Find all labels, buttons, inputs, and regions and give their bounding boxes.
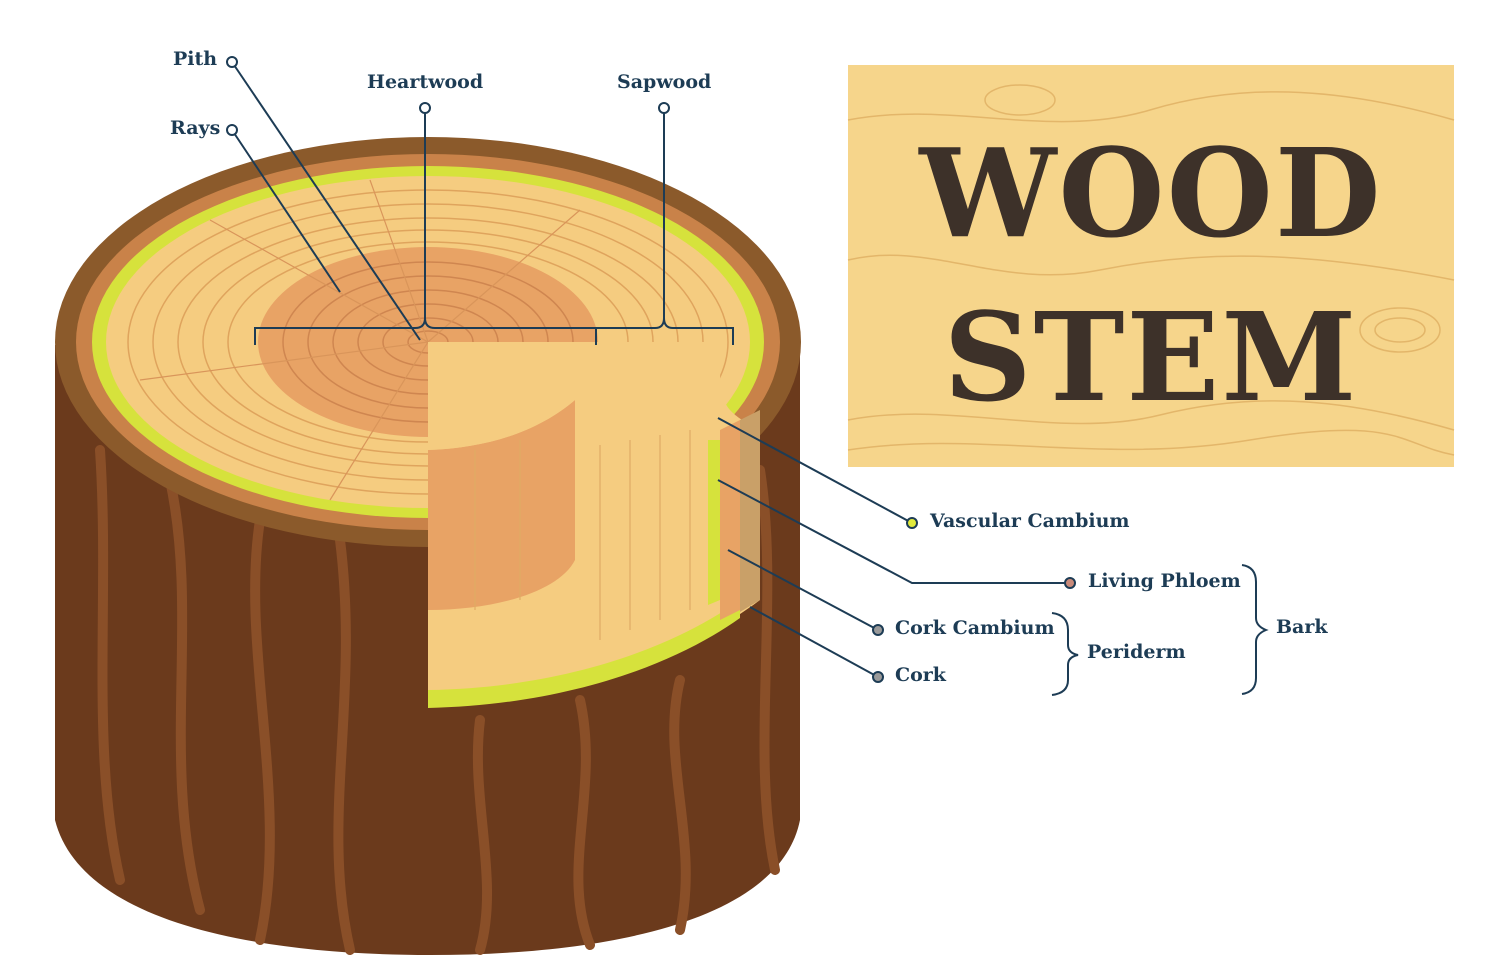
rays-marker <box>226 124 238 136</box>
leader-lines <box>231 61 1269 696</box>
vascular-cambium-marker <box>906 517 918 529</box>
label-heartwood: Heartwood <box>367 71 484 93</box>
heartwood-marker <box>419 102 431 114</box>
label-cork: Cork <box>895 664 946 686</box>
label-periderm: Periderm <box>1087 641 1186 663</box>
label-vascular-cambium: Vascular Cambium <box>930 510 1130 532</box>
label-living-phloem: Living Phloem <box>1088 570 1241 592</box>
sign-title-line1: WOOD <box>919 121 1383 265</box>
pith-marker <box>226 56 238 68</box>
title-sign <box>847 65 1455 467</box>
sapwood-marker <box>658 102 670 114</box>
living-phloem-marker <box>1064 577 1076 589</box>
label-bark: Bark <box>1276 616 1328 638</box>
label-markers <box>226 56 1076 683</box>
stump-top-face <box>55 137 801 547</box>
label-pith: Pith <box>173 48 218 70</box>
sign-title-line2: STEM <box>943 285 1359 429</box>
label-cork-cambium: Cork Cambium <box>895 617 1055 639</box>
label-sapwood: Sapwood <box>617 71 712 93</box>
cork-cambium-marker <box>872 624 884 636</box>
stump-cutaway <box>428 342 760 708</box>
label-rays: Rays <box>170 117 221 139</box>
cork-marker <box>872 671 884 683</box>
